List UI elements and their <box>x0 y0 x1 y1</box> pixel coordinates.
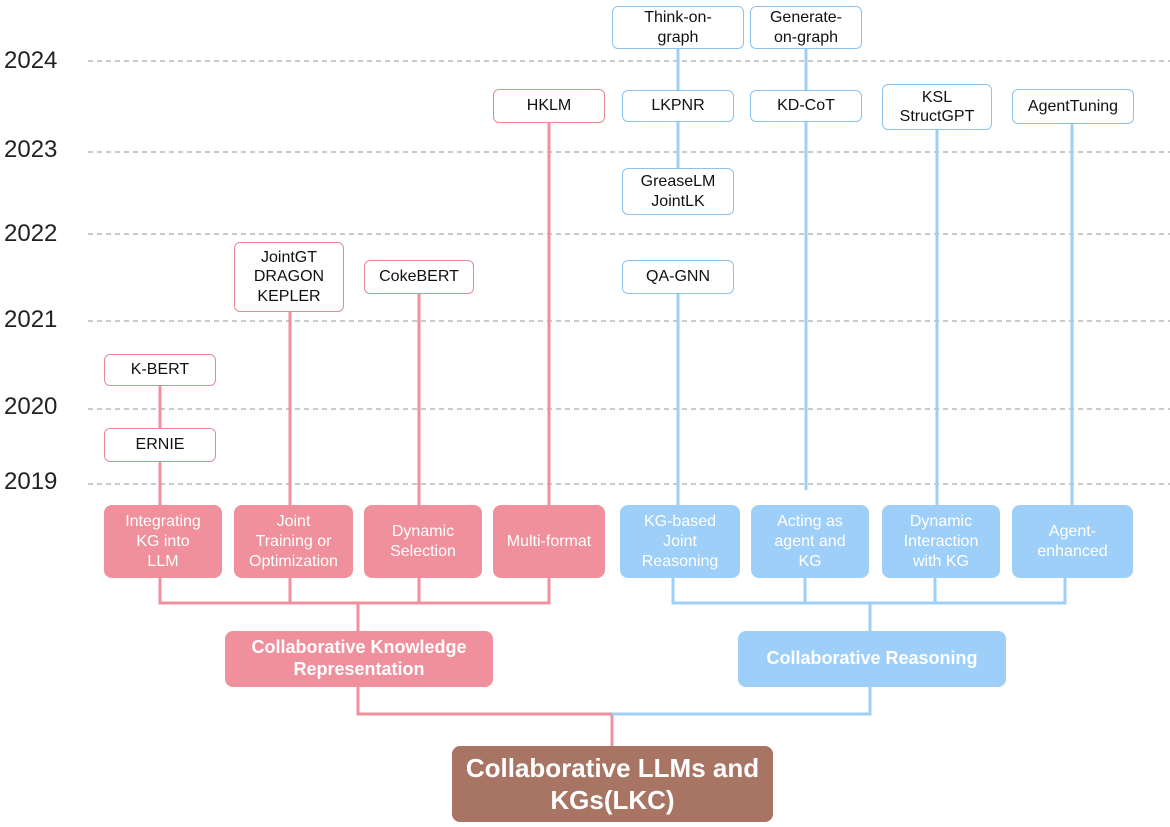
year-label-2022: 2022 <box>4 220 58 247</box>
method-kbert: K-BERT <box>104 354 216 386</box>
group-collaborative-knowledge-representation: Collaborative Knowledge Representation <box>225 631 493 687</box>
method-ernie: ERNIE <box>104 428 216 462</box>
year-label-2023: 2023 <box>4 136 58 163</box>
group-collaborative-reasoning: Collaborative Reasoning <box>738 631 1006 687</box>
connector-rep-root <box>356 687 614 746</box>
category-multi-format: Multi-format <box>493 505 605 578</box>
category-agent-enhanced: Agent- enhanced <box>1012 505 1133 578</box>
method-jointgt-dragon-kepler: JointGT DRAGON KEPLER <box>234 242 344 312</box>
connector-rep-bracket <box>158 578 551 605</box>
method-greaselm-jointlk: GreaseLM JointLK <box>622 168 734 215</box>
category-dynamic-interaction: Dynamic Interaction with KG <box>882 505 1000 578</box>
method-ksl-structgpt: KSL StructGPT <box>882 84 992 130</box>
category-dynamic-selection: Dynamic Selection <box>364 505 482 578</box>
year-label-2019: 2019 <box>4 468 58 495</box>
root-collaborative-llms-and-kgs: Collaborative LLMs and KGs(LKC) <box>452 746 773 822</box>
method-think-on-graph: Think-on- graph <box>612 6 744 49</box>
method-hklm: HKLM <box>493 89 605 123</box>
category-acting-as-agent: Acting as agent and KG <box>751 505 869 578</box>
connector-reas-bracket <box>671 578 1067 605</box>
category-integrating-kg-into-llm: Integrating KG into LLM <box>104 505 222 578</box>
year-label-2024: 2024 <box>4 47 58 74</box>
method-agenttuning: AgentTuning <box>1012 89 1134 124</box>
category-joint-training: Joint Training or Optimization <box>234 505 353 578</box>
year-label-2021: 2021 <box>4 306 58 333</box>
method-qa-gnn: QA-GNN <box>622 260 734 294</box>
category-kg-based-joint-reasoning: KG-based Joint Reasoning <box>620 505 740 578</box>
method-lkpnr: LKPNR <box>622 90 734 122</box>
method-cokebert: CokeBERT <box>364 260 474 294</box>
method-kd-cot: KD-CoT <box>750 90 862 122</box>
connector-reas-root <box>612 687 872 716</box>
method-generate-on-graph: Generate- on-graph <box>750 6 862 49</box>
year-label-2020: 2020 <box>4 393 58 420</box>
